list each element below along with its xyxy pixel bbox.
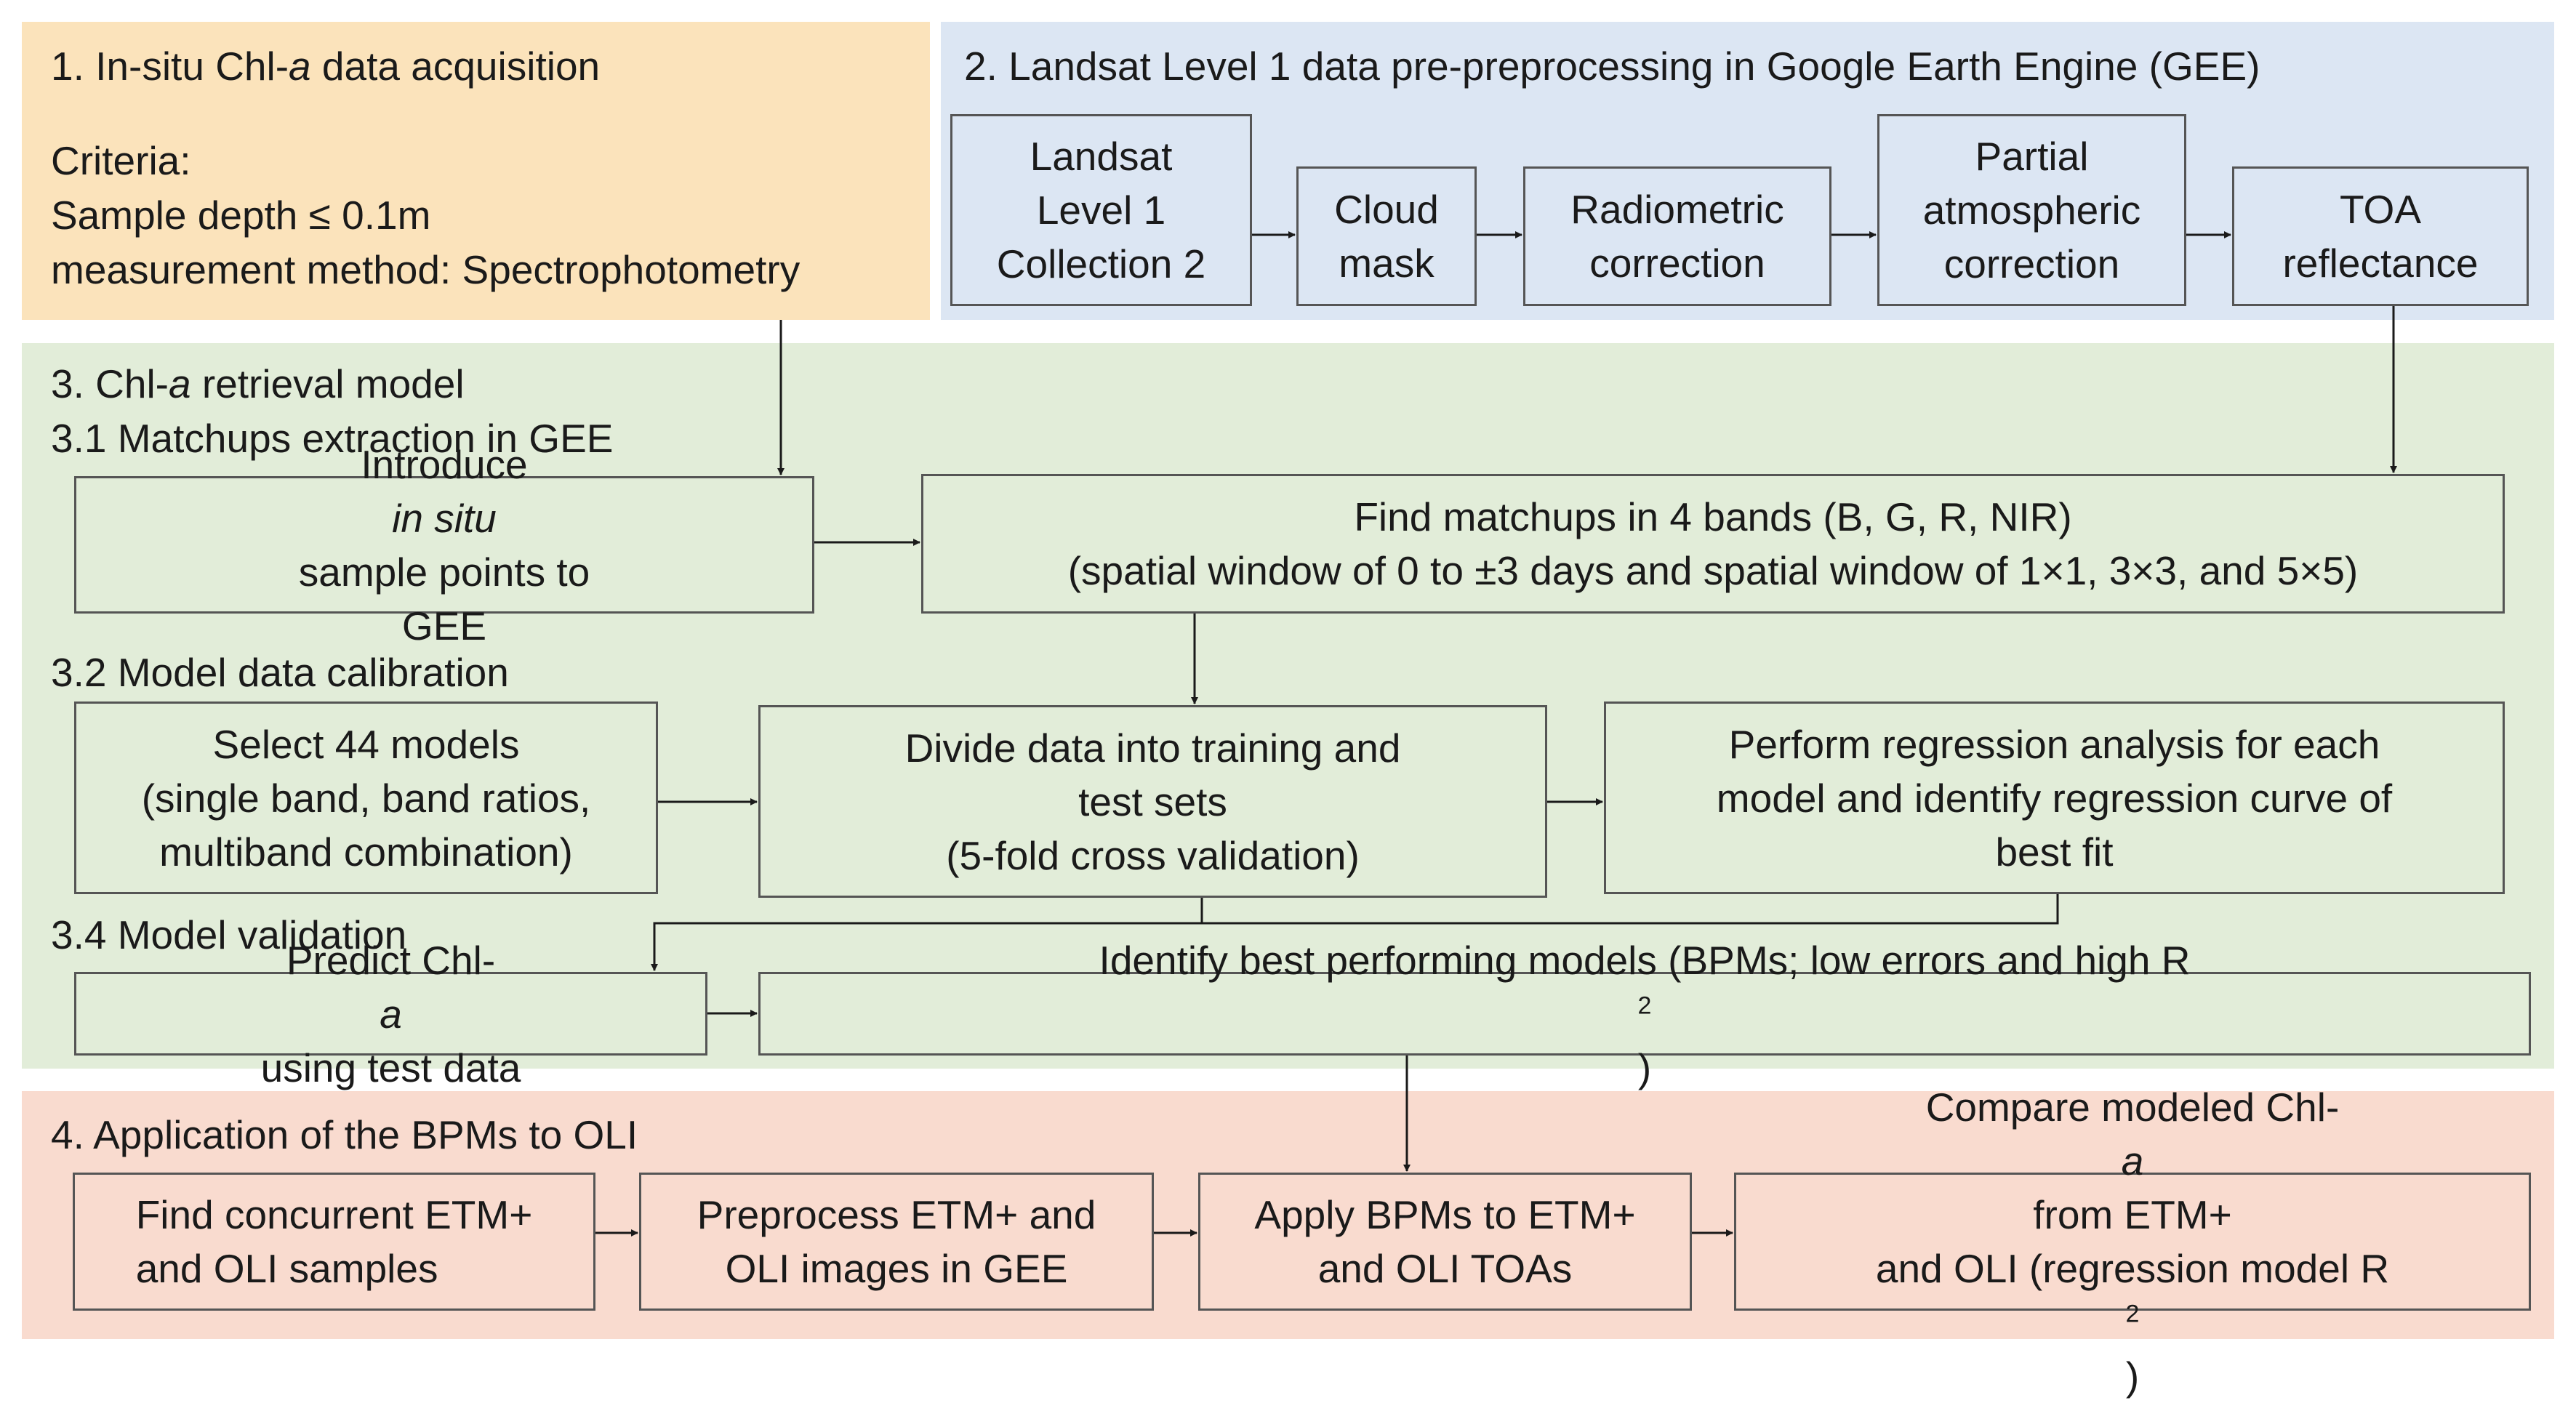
select-models-line-3: multiband combination) <box>159 829 573 875</box>
preprocess-line-1: Preprocess ETM+ and <box>697 1192 1096 1237</box>
select-models-line-1: Select 44 models <box>212 721 520 767</box>
introduce-line-2: GEE <box>401 603 487 648</box>
section-4-title: 4. Application of the BPMs to OLI <box>51 1112 638 1157</box>
partial-line-3: correction <box>1943 241 2120 286</box>
landsat-line-2: Level 1 <box>1036 188 1166 233</box>
preprocess-line-2: OLI images in GEE <box>725 1246 1068 1291</box>
radiometric-correction-box: Radiometric correction <box>1523 166 1831 306</box>
compare-line-1: Compare modeled Chl-a from ETM+ <box>1925 1085 2340 1237</box>
find-matchups-box: Find matchups in 4 bands (B, G, R, NIR) (… <box>921 474 2505 614</box>
connector-arrows <box>595 231 2397 1237</box>
divide-data-line-1: Divide data into training and <box>904 725 1401 771</box>
radiometric-line-2: correction <box>1589 241 1765 286</box>
criteria-depth: Sample depth ≤ 0.1m <box>51 193 431 238</box>
regression-line-1: Perform regression analysis for each <box>1728 721 2380 767</box>
predict-chla-box: Predict Chl-a using test data <box>74 938 707 1090</box>
find-concurrent-samples-box: Find concurrent ETM+ and OLI samples <box>73 1173 595 1311</box>
criteria-label: Criteria: <box>51 138 191 183</box>
toa-reflectance-box: TOA reflectance <box>2232 166 2529 306</box>
introduce-sample-points-box: Introduce in situ sample points to GEE <box>74 442 814 648</box>
divide-data-line-2: test sets <box>1078 779 1227 824</box>
compare-modeled-chla-box: Compare modeled Chl-a from ETM+and OLI (… <box>1734 1085 2531 1399</box>
toa-line-2: reflectance <box>2282 241 2479 286</box>
find-matchups-line-2: (spatial window of 0 to ±3 days and spat… <box>1067 548 2359 593</box>
apply-line-2: and OLI TOAs <box>1317 1246 1573 1291</box>
select-models-box: Select 44 models (single band, band ratio… <box>74 702 658 894</box>
identify-line: Identify best performing models (BPMs; l… <box>1099 937 2191 1090</box>
section-3-title: 3. Chl-a retrieval model <box>51 361 465 406</box>
partial-line-1: Partial <box>1975 134 2089 179</box>
regression-analysis-box: Perform regression analysis for each mode… <box>1604 702 2505 894</box>
line-regression-merge <box>651 894 2059 971</box>
cloud-mask-line-1: Cloud <box>1334 187 1439 232</box>
section-1-title: 1. In-situ Chl-a data acquisition <box>51 44 601 89</box>
find-concurrent-line-2: and OLI samples <box>135 1246 438 1291</box>
regression-line-3: best fit <box>1995 829 2114 875</box>
apply-line-1: Apply BPMs to ETM+ <box>1254 1192 1636 1237</box>
find-concurrent-line-1: Find concurrent ETM+ <box>135 1192 533 1237</box>
partial-line-2: atmospheric <box>1922 188 2141 233</box>
criteria-method: measurement method: Spectrophotometry <box>51 247 801 292</box>
landsat-line-1: Landsat <box>1030 134 1173 179</box>
section-2-title: 2. Landsat Level 1 data pre-preprocessin… <box>964 44 2260 89</box>
subsection-3-1-title: 3.1 Matchups extraction in GEE <box>51 416 614 461</box>
cloud-mask-box: Cloud mask <box>1296 166 1477 306</box>
subsection-3-2-title: 3.2 Model data calibration <box>51 650 509 695</box>
divide-data-line-3: (5-fold cross validation) <box>946 832 1360 878</box>
predict-line: Predict Chl-a using test data <box>260 937 521 1090</box>
section-1-panel <box>22 22 930 320</box>
subsection-3-4-title: 3.4 Model validation <box>51 912 407 957</box>
select-models-line-2: (single band, band ratios, <box>141 775 591 821</box>
find-matchups-line-1: Find matchups in 4 bands (B, G, R, NIR) <box>1354 494 2072 539</box>
regression-line-2: model and identify regression curve of <box>1716 775 2393 821</box>
introduce-line-1: Introduce in situ sample points to <box>298 441 590 595</box>
radiometric-line-1: Radiometric <box>1570 187 1784 232</box>
landsat-line-3: Collection 2 <box>996 241 1206 286</box>
apply-bpms-box: Apply BPMs to ETM+ and OLI TOAs <box>1198 1173 1692 1311</box>
divide-data-box: Divide data into training and test sets (5… <box>758 705 1547 898</box>
cloud-mask-line-2: mask <box>1339 241 1435 286</box>
toa-line-1: TOA <box>2339 187 2422 232</box>
identify-bpms-box: Identify best performing models (BPMs; l… <box>758 938 2531 1090</box>
partial-atmospheric-correction-box: Partial atmospheric correction <box>1877 114 2186 306</box>
